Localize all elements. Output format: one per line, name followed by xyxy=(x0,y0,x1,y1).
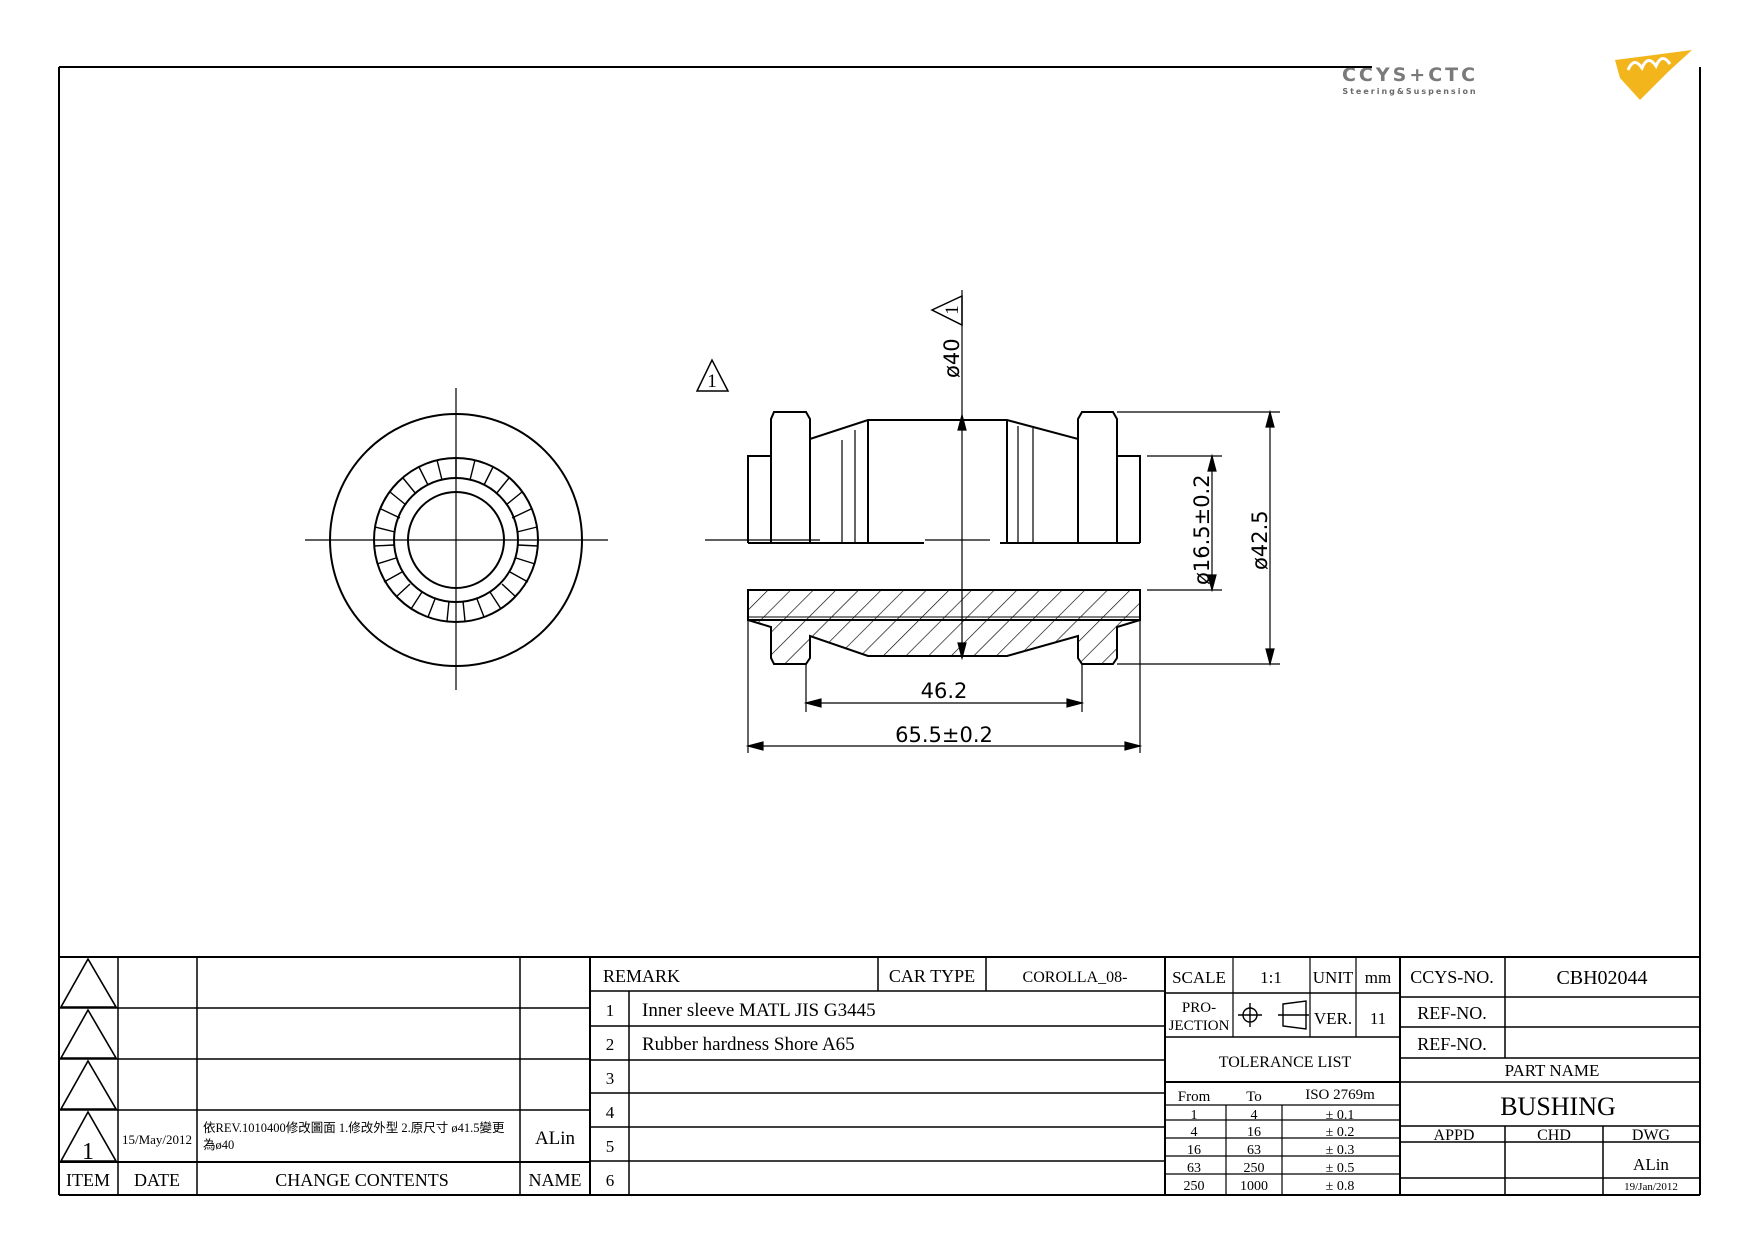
ref-no-label-2: REF-NO. xyxy=(1417,1034,1487,1054)
revision-triangles xyxy=(59,957,118,1162)
remark-text-1: Inner sleeve MATL JIS G3445 xyxy=(642,1000,876,1021)
remark-no-2: 2 xyxy=(606,1035,615,1054)
logo-mark-icon xyxy=(1615,50,1692,100)
tolerance-value-3: ± 0.3 xyxy=(1326,1143,1355,1158)
appd-label: APPD xyxy=(1434,1127,1475,1144)
dimension-lines xyxy=(745,290,1280,753)
end-view xyxy=(305,388,608,690)
revision-mark-top-label: 1 xyxy=(942,305,963,315)
ccys-no-label: CCYS-NO. xyxy=(1410,967,1494,987)
ver-value: 11 xyxy=(1370,1009,1386,1028)
tolerance-from-4: 63 xyxy=(1187,1161,1201,1176)
revision-contents-line1: 依REV.1010400修改圖面 1.修改外型 2.原尺寸 ø41.5變更 xyxy=(203,1120,505,1135)
tolerance-from-1: 1 xyxy=(1191,1108,1198,1123)
sheet-border xyxy=(58,66,1701,1196)
revision-mark-left-label: 1 xyxy=(707,371,717,392)
tolerance-to-3: 63 xyxy=(1247,1143,1261,1158)
tolerance-value-5: ± 0.8 xyxy=(1326,1179,1355,1194)
dwg-name: ALin xyxy=(1633,1155,1669,1174)
revision-contents-line2: 為ø40 xyxy=(203,1138,234,1152)
chd-label: CHD xyxy=(1537,1127,1571,1144)
revision-header-name: NAME xyxy=(529,1170,582,1190)
tolerance-header-from: From xyxy=(1178,1089,1211,1105)
unit-value: mm xyxy=(1365,968,1391,987)
unit-label: UNIT xyxy=(1313,968,1354,987)
tolerance-from-5: 250 xyxy=(1184,1179,1205,1194)
remark-no-4: 4 xyxy=(606,1103,615,1122)
logo-swoosh-icon xyxy=(1626,57,1672,72)
part-name-value: BUSHING xyxy=(1500,1092,1616,1121)
title-block-grid xyxy=(59,957,1700,1195)
dim-outer-dia: ø42.5 xyxy=(1248,510,1272,570)
car-type-value: COROLLA_08- xyxy=(1023,969,1128,986)
tolerance-from-3: 16 xyxy=(1187,1143,1201,1158)
tolerance-value-1: ± 0.1 xyxy=(1326,1108,1355,1123)
tolerance-value-2: ± 0.2 xyxy=(1326,1125,1355,1140)
tolerance-value-4: ± 0.5 xyxy=(1326,1161,1355,1176)
revision-item-number: 1 xyxy=(82,1139,94,1165)
tolerance-title: TOLERANCE LIST xyxy=(1219,1054,1352,1071)
dwg-label: DWG xyxy=(1632,1127,1671,1144)
revision-header-item: ITEM xyxy=(66,1170,110,1190)
part-name-label: PART NAME xyxy=(1505,1061,1600,1080)
tolerance-to-5: 1000 xyxy=(1240,1179,1268,1194)
projection-label-1: PRO- xyxy=(1182,1000,1216,1016)
logo-brand: CCYS+CTC xyxy=(1342,64,1478,86)
dim-inner-length: 46.2 xyxy=(921,679,968,703)
remark-no-5: 5 xyxy=(606,1137,615,1156)
tolerance-to-1: 4 xyxy=(1251,1108,1258,1123)
revision-mark-top: 1 xyxy=(930,294,963,327)
ccys-no-value: CBH02044 xyxy=(1556,967,1647,989)
tolerance-to-4: 250 xyxy=(1244,1161,1265,1176)
dwg-date: 19/Jan/2012 xyxy=(1624,1181,1678,1193)
logo-tagline: Steering&Suspension xyxy=(1342,87,1477,96)
section-hatch xyxy=(747,589,1141,665)
scale-value: 1:1 xyxy=(1260,968,1282,987)
dim-bore-dia: ø16.5±0.2 xyxy=(1190,474,1214,585)
revision-date: 15/May/2012 xyxy=(122,1132,192,1147)
ver-label: VER. xyxy=(1314,1009,1352,1028)
revision-header-date: DATE xyxy=(134,1170,180,1190)
side-view xyxy=(747,411,1141,665)
dim-overall-length: 65.5±0.2 xyxy=(895,723,993,747)
remark-text-2: Rubber hardness Shore A65 xyxy=(642,1034,855,1055)
car-type-label: CAR TYPE xyxy=(889,966,975,986)
tolerance-header-to: To xyxy=(1246,1089,1262,1105)
revision-mark-left: 1 xyxy=(695,358,730,392)
revision-header-contents: CHANGE CONTENTS xyxy=(275,1170,449,1190)
ref-no-label-1: REF-NO. xyxy=(1417,1003,1487,1023)
third-angle-projection-icon xyxy=(1238,1000,1309,1030)
tolerance-to-2: 16 xyxy=(1247,1125,1261,1140)
remark-no-1: 1 xyxy=(606,1001,615,1020)
tolerance-from-2: 4 xyxy=(1191,1125,1198,1140)
dim-inner-dia: ø40 xyxy=(940,338,964,378)
tolerance-header-std: ISO 2769m xyxy=(1305,1087,1375,1103)
end-view-centerlines xyxy=(305,388,608,690)
scale-label: SCALE xyxy=(1172,968,1226,987)
remark-header: REMARK xyxy=(603,966,680,986)
remark-no-6: 6 xyxy=(606,1171,615,1190)
projection-label-2: JECTION xyxy=(1169,1018,1230,1034)
company-logo: CCYS+CTC Steering&Suspension xyxy=(1342,50,1692,100)
revision-name: ALin xyxy=(535,1128,576,1149)
remark-no-3: 3 xyxy=(606,1069,615,1088)
